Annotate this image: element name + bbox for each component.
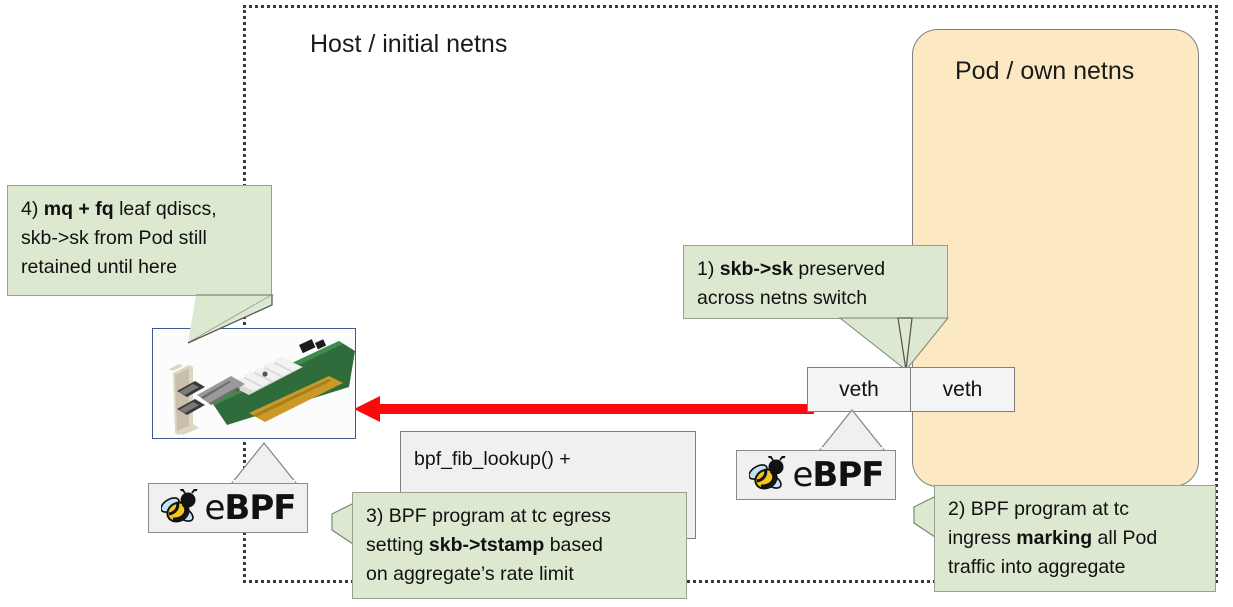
callout-3-suffix: based: [544, 534, 603, 556]
callout-2-bold: marking: [1016, 527, 1093, 549]
callout-2-suffix: all Pod: [1092, 527, 1158, 549]
callout-3-bold: skb->tstamp: [428, 534, 545, 556]
callout-3-line2: setting skb->tstamp based: [366, 531, 674, 560]
veth-pod-side: veth: [911, 367, 1015, 412]
ebpf-logo-e: e: [792, 455, 814, 495]
callout-2-line3: traffic into aggregate: [948, 556, 1126, 578]
callout-4-line3: retained until here: [21, 256, 178, 278]
ebpf-logo-bpf: BPF: [812, 455, 884, 495]
callout-1-line2: across netns switch: [697, 287, 868, 309]
callout-4-suffix: leaf qdiscs,: [113, 198, 217, 220]
veth-host-side: veth: [807, 367, 911, 412]
ebpf-logo-text: eBPF: [792, 455, 885, 495]
ebpf-logo-egress: eBPF: [148, 483, 308, 533]
bee-icon: [160, 489, 197, 523]
bpf-fib-lookup-label: bpf_fib_lookup() +: [414, 448, 571, 470]
callout-4-line2: skb->sk from Pod still: [21, 227, 207, 249]
callout-2-prefix: ingress: [948, 527, 1017, 549]
nic-card-illustration: [153, 329, 355, 438]
callout-2-tc-ingress: 2) BPF program at tc ingress marking all…: [934, 485, 1216, 592]
veth-pair: veth veth: [807, 367, 1015, 412]
pod-netns-label: Pod / own netns: [955, 57, 1135, 85]
host-netns-label: Host / initial netns: [310, 30, 508, 58]
ebpf-logo-ingress: eBPF: [736, 450, 896, 500]
bee-icon: [748, 456, 785, 490]
ebpf-logo-e: e: [204, 488, 226, 528]
callout-1-tail: [838, 317, 950, 371]
nic-card-image: [152, 328, 356, 439]
ebpf-right-tail: [818, 408, 886, 453]
callout-1-bold: skb->sk: [719, 258, 793, 280]
callout-4-tail: [187, 294, 275, 344]
ebpf-left-tail: [230, 441, 298, 486]
callout-3-line3: on aggregate’s rate limit: [366, 563, 574, 585]
callout-1-prefix: 1): [697, 258, 720, 280]
egress-traffic-arrow: [354, 396, 814, 422]
callout-4-bold: mq + fq: [43, 198, 114, 220]
callout-1-suffix: preserved: [792, 258, 886, 280]
callout-3-tc-egress: 3) BPF program at tc egress setting skb-…: [352, 492, 687, 599]
callout-4-prefix: 4): [21, 198, 44, 220]
callout-1-skb-sk: 1) skb->sk preserved across netns switch: [683, 245, 948, 319]
callout-4-line1: 4) mq + fq leaf qdiscs,: [21, 195, 259, 224]
callout-4-mq-fq: 4) mq + fq leaf qdiscs, skb->sk from Pod…: [7, 185, 272, 296]
ebpf-logo-bpf: BPF: [224, 488, 296, 528]
callout-1-line1: 1) skb->sk preserved: [697, 255, 935, 284]
callout-2-line1: 2) BPF program at tc: [948, 498, 1129, 520]
callout-2-line2: ingress marking all Pod: [948, 524, 1203, 553]
callout-3-prefix: setting: [366, 534, 429, 556]
ebpf-logo-text: eBPF: [204, 488, 297, 528]
pod-netns-region: [912, 29, 1199, 487]
callout-3-line1: 3) BPF program at tc egress: [366, 505, 611, 527]
